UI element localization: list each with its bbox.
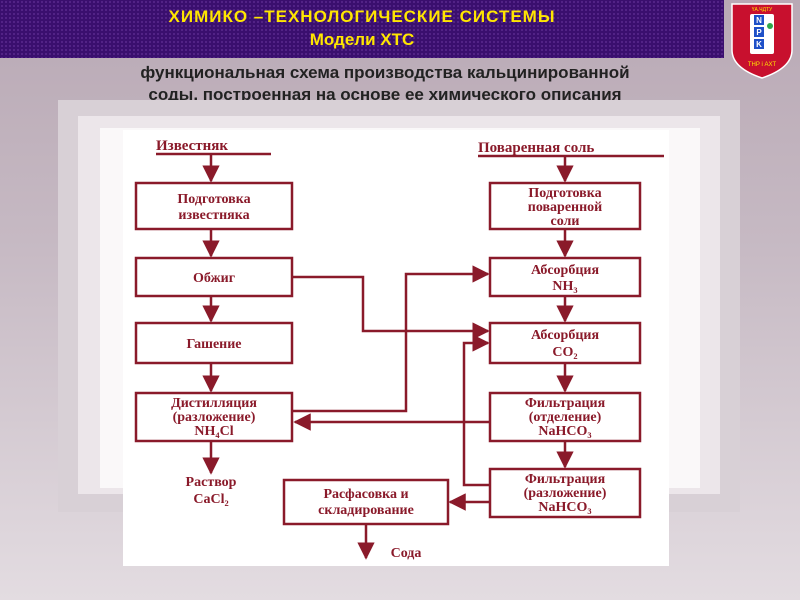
box-distillation-line-2: (разложение) (173, 410, 256, 425)
box-filtration-decomposition-line-2: (разложение) (524, 486, 607, 501)
slide-subtitle: функциональная схема производства кальци… (40, 62, 730, 106)
output-cacl2-line-1: Раствор (186, 475, 237, 490)
logo-letter-p: P (756, 28, 762, 37)
box-packing-line-2: складирование (318, 503, 414, 518)
box-filtration-decomposition-line-1: Фильтрация (525, 472, 606, 487)
box-filtration-separation-line-3: NaHCO₃ (538, 424, 591, 439)
box-absorption-co2-line-2: CO₂ (552, 345, 577, 360)
subtitle-line-2: соды, построенная на основе ее химическо… (148, 85, 622, 104)
logo-top-text: ҮА.ЧДТУ (752, 7, 773, 13)
box-distillation (134, 391, 294, 443)
input-limestone-label: Известняк (156, 138, 228, 154)
title-banner: ХИМИКО –ТЕХНОЛОГИЧЕСКИЕ СИСТЕМЫ Модели Х… (0, 0, 724, 58)
arrow-roast-co2-to-absorption (292, 275, 490, 340)
box-limestone-prep-line-1: Подготовка (177, 192, 250, 207)
box-packing-line-1: Расфасовка и (323, 487, 408, 502)
output-cacl2-line-2: CaCl₂ (193, 492, 228, 507)
box-filtration-decomposition (488, 467, 642, 519)
box-absorption-nh3-line-2: NH₃ (552, 279, 577, 294)
box-limestone-prep-line-2: известняка (178, 208, 249, 223)
box-distillation-line-3: NH₄Cl (194, 424, 233, 439)
output-soda-label: Сода (391, 546, 422, 561)
box-filtration-separation-line-1: Фильтрация (525, 396, 606, 411)
subtitle-line-1: функциональная схема производства кальци… (140, 63, 630, 82)
box-filtration-decomposition-line-3: NaHCO₃ (538, 500, 591, 515)
logo-letter-k: K (756, 40, 762, 49)
box-slaking (134, 321, 294, 365)
arrow-nh3-recycle (292, 265, 490, 413)
box-filtration-separation-line-2: (отделение) (529, 410, 602, 425)
box-limestone-prep (134, 181, 294, 231)
input-salt-label: Поваренная соль (478, 140, 594, 156)
box-salt-prep-line-1: Подготовка (528, 186, 601, 201)
box-salt-prep-line-2: поваренной (528, 200, 602, 215)
university-logo: ҮА.ЧДТУ N P K ТНР і АХТ (731, 3, 793, 79)
box-slaking-label: Гашение (186, 337, 241, 352)
box-absorption-nh3-line-1: Абсорбция (531, 263, 600, 278)
box-salt-prep-line-3: соли (551, 214, 580, 229)
box-roasting-label: Обжиг (193, 271, 235, 286)
title-line-2: Модели ХТС (309, 30, 415, 49)
flow-diagram: Известняк Поваренная соль (123, 130, 669, 566)
logo-letter-n: N (756, 16, 762, 25)
arrow-co2-recycle (462, 334, 490, 487)
logo-bottom-text: ТНР і АХТ (748, 62, 777, 68)
title-line-1: ХИМИКО –ТЕХНОЛОГИЧЕСКИЕ СИСТЕМЫ (168, 7, 556, 26)
box-absorption-co2-line-1: Абсорбция (531, 328, 600, 343)
box-distillation-line-1: Дистилляция (171, 396, 257, 411)
